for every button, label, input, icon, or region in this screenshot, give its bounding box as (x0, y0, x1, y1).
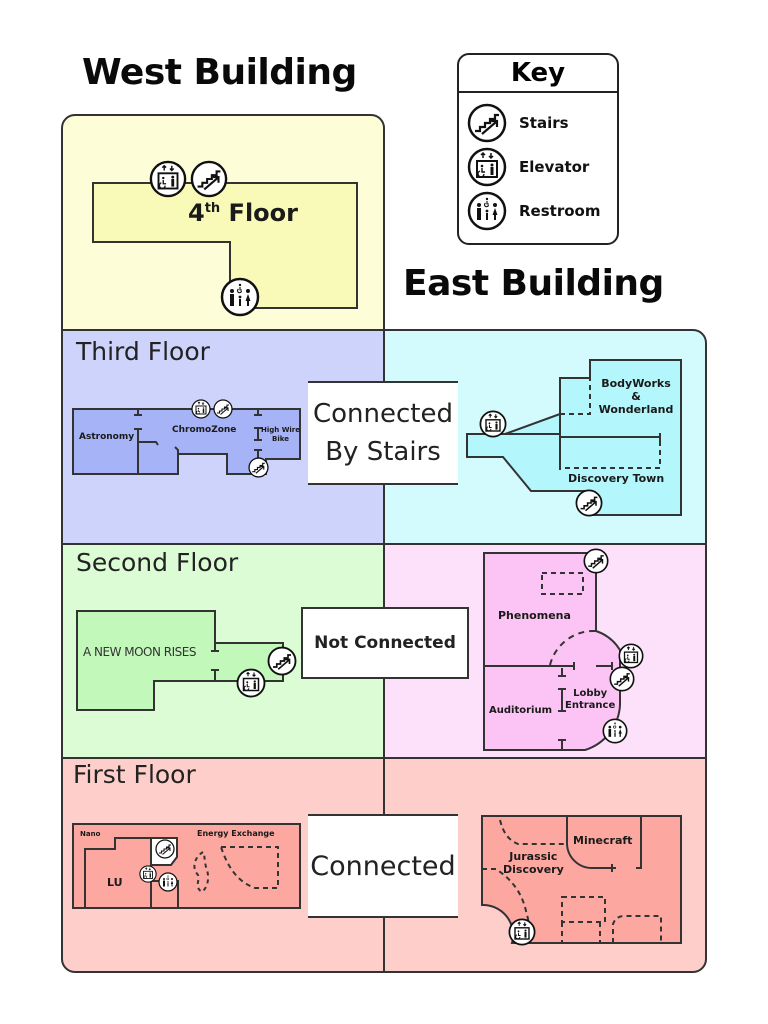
room-energy-exchange: Energy Exchange (197, 829, 275, 838)
key-item-restroom: Restroom (459, 189, 617, 233)
second-floor-connection: Not Connected (301, 607, 469, 679)
room-chromozone: ChromoZone (172, 425, 237, 435)
elevator-icon (139, 865, 157, 883)
connection-line-1: Connected (312, 399, 453, 429)
elevator-icon (149, 160, 187, 198)
room-minecraft: Minecraft (573, 834, 633, 847)
fourth-floor-number: 4 (188, 199, 205, 227)
key-label-restroom: Restroom (519, 202, 601, 220)
room-discovery-town: Discovery Town (568, 472, 665, 485)
room-phenomena: Phenomena (498, 609, 571, 622)
elevator-icon (479, 410, 507, 438)
room-lobby-line1: Lobby (573, 688, 608, 699)
room-nano: Nano (80, 830, 101, 838)
room-jurassic-line1: Jurassic (509, 850, 558, 863)
elevator-icon (236, 668, 266, 698)
fourth-floor-word: Floor (228, 199, 298, 227)
key-label-elevator: Elevator (519, 158, 590, 176)
stairs-icon (575, 489, 603, 517)
room-bodyworks-wonderland: BodyWorks & Wonderland (592, 377, 680, 416)
fourth-floor-label: 4th Floor (188, 199, 298, 227)
room-high-wire-line1: High Wire (261, 426, 301, 434)
stairs-icon (155, 839, 175, 859)
stairs-icon (190, 160, 228, 198)
first-floor-label: First Floor (73, 760, 196, 789)
third-floor-label: Third Floor (76, 337, 210, 366)
map-key: Key Stairs Elevator Restroom (457, 53, 619, 245)
key-title: Key (459, 55, 617, 93)
third-floor-west-rooms (72, 408, 301, 475)
first-floor-east-rooms (481, 815, 682, 944)
stairs-icon (267, 646, 297, 676)
room-lobby-line2: Entrance (565, 700, 616, 711)
room-bodyworks-line1: BodyWorks (601, 377, 671, 390)
third-floor-connection: Connected By Stairs (308, 381, 458, 485)
third-floor-east-rooms (466, 359, 682, 516)
second-floor-west-rooms (76, 610, 284, 711)
room-bodyworks-line3: Wonderland (598, 403, 674, 416)
fourth-floor-suffix: th (204, 201, 221, 216)
stairs-icon (213, 399, 233, 419)
room-a-new-moon-rises: A NEW MOON RISES (83, 645, 197, 659)
elevator-icon (191, 399, 211, 419)
room-high-wire-bike: High Wire Bike (261, 426, 300, 444)
room-lu: LU (107, 876, 123, 889)
restroom-icon (158, 872, 178, 892)
elevator-icon (508, 918, 536, 946)
second-floor-east-rooms (483, 552, 621, 751)
room-high-wire-line2: Bike (272, 435, 289, 443)
room-bodyworks-line2: & (631, 390, 641, 403)
stairs-icon (248, 457, 269, 478)
room-jurassic-line2: Discovery (503, 863, 564, 876)
key-label-stairs: Stairs (519, 114, 569, 132)
restroom-icon (602, 718, 628, 744)
east-building-title: East Building (403, 263, 664, 304)
key-item-stairs: Stairs (459, 101, 617, 145)
stairs-icon (583, 548, 609, 574)
connection-line-2: By Stairs (325, 437, 441, 467)
room-lobby-entrance: Lobby Entrance (565, 688, 615, 712)
key-item-elevator: Elevator (459, 145, 617, 189)
room-jurassic-discovery: Jurassic Discovery (503, 850, 564, 876)
west-building-title: West Building (82, 52, 357, 93)
room-astronomy: Astronomy (79, 432, 135, 442)
first-floor-connection: Connected (308, 814, 458, 918)
room-auditorium: Auditorium (489, 705, 552, 716)
restroom-icon (220, 277, 260, 317)
second-floor-label: Second Floor (76, 548, 239, 577)
